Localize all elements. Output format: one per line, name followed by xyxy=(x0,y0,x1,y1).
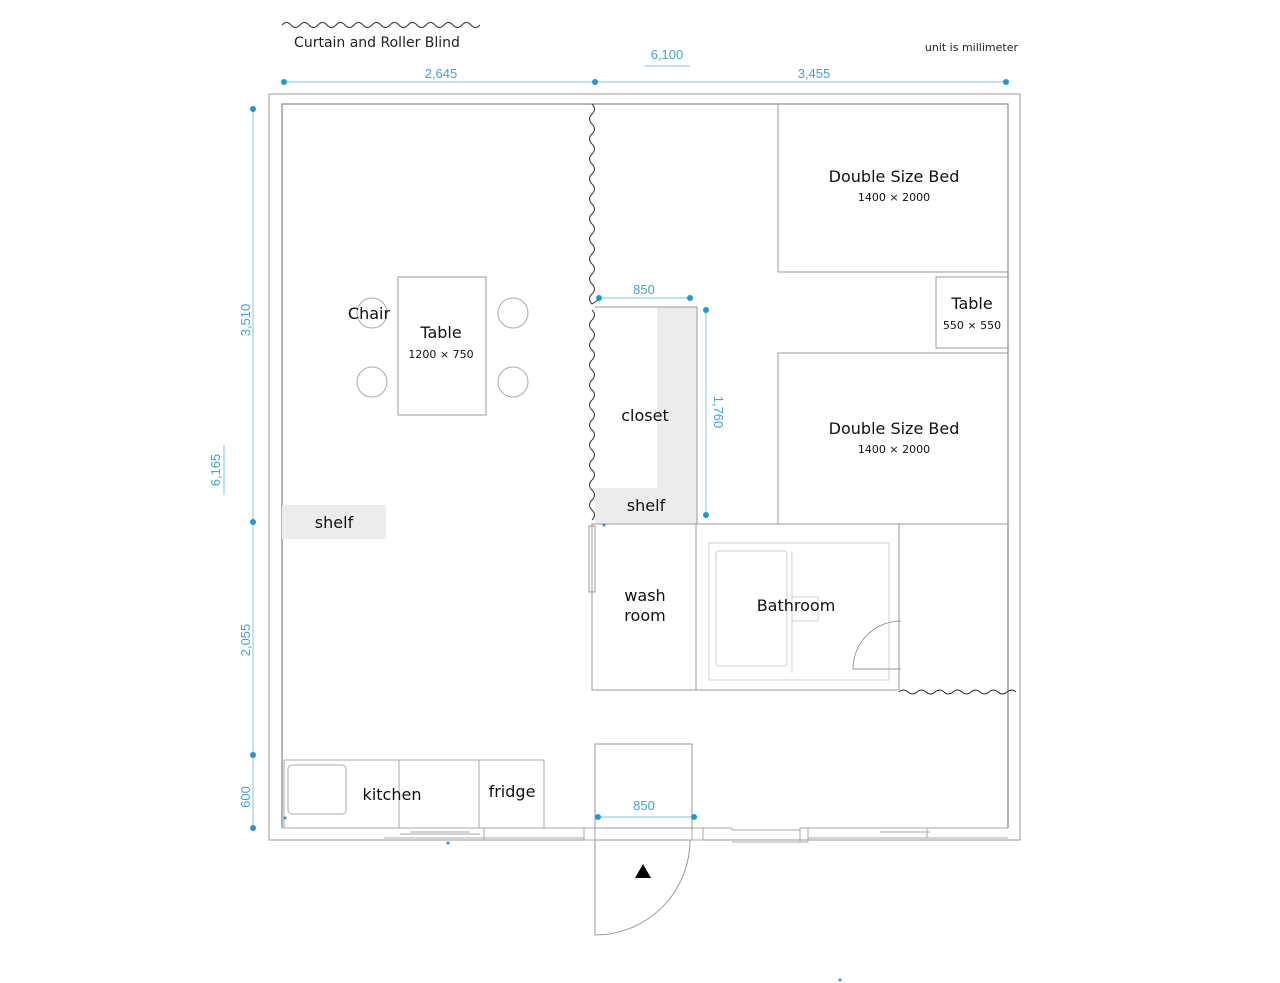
wash-room-label-2: room xyxy=(624,606,665,625)
bed2-label: Double Size Bed xyxy=(829,419,960,438)
closet-label: closet xyxy=(621,406,668,425)
dim-total-width: 6,100 xyxy=(651,47,684,62)
bathtub-area xyxy=(708,542,890,681)
dining-table-label: Table xyxy=(419,323,461,342)
curtain-legend-symbol xyxy=(281,22,481,28)
bottom-windows xyxy=(282,827,1008,843)
curtain-legend-label: Curtain and Roller Blind xyxy=(294,35,460,51)
dim-total-depth: 6,165 xyxy=(208,454,223,487)
entry-door[interactable] xyxy=(594,839,691,936)
shelf xyxy=(282,505,386,539)
wash-room-label-1: wash xyxy=(624,586,665,605)
bathroom xyxy=(695,523,900,691)
dining-table xyxy=(397,276,487,416)
unit-note: unit is millimeter xyxy=(925,41,1019,54)
side-table-label: Table xyxy=(950,294,992,313)
dining-table-size: 1200 × 750 xyxy=(408,348,473,361)
closet xyxy=(595,306,698,524)
side-table-size: 550 × 550 xyxy=(943,319,1001,332)
dim-left-width: 2,645 xyxy=(425,66,458,81)
kitchen-label: kitchen xyxy=(363,785,422,804)
bed2-size: 1400 × 2000 xyxy=(858,443,930,456)
chair xyxy=(356,297,388,329)
dim-bottom-depth: 600 xyxy=(238,786,253,808)
chair xyxy=(356,366,388,398)
bathroom-label: Bathroom xyxy=(757,596,836,615)
top-dimension: 2,645 3,455 6,100 xyxy=(281,47,1009,85)
bathroom-door xyxy=(852,620,902,670)
dim-upper-depth: 3,510 xyxy=(238,304,253,337)
side-table xyxy=(935,276,1009,349)
dim-closet-depth: 1,760 xyxy=(711,396,726,429)
double-bed-1 xyxy=(777,103,1009,273)
sink xyxy=(287,764,347,815)
dim-entry-width: 850 xyxy=(633,798,655,813)
curtain-closet xyxy=(589,309,595,521)
dim-closet-width: 850 xyxy=(633,282,655,297)
inner-wall xyxy=(281,103,1009,828)
fridge-label: fridge xyxy=(489,782,536,801)
bed1-size: 1400 × 2000 xyxy=(858,191,930,204)
double-bed-2 xyxy=(777,352,1009,525)
curtain-divider xyxy=(589,103,599,305)
chair-label: Chair xyxy=(348,304,391,323)
chair xyxy=(497,297,529,329)
outer-wall xyxy=(268,93,1021,841)
chair xyxy=(497,366,529,398)
dim-right-width: 3,455 xyxy=(798,66,831,81)
entrance-arrow-icon xyxy=(635,864,651,878)
closet-shelf-label: shelf xyxy=(627,496,666,515)
curtain-bottom-right xyxy=(898,689,1017,695)
left-dimension: 3,510 2,055 600 6,165 xyxy=(208,106,256,831)
shelf-label: shelf xyxy=(315,513,354,532)
dim-middle-depth: 2,055 xyxy=(238,624,253,657)
entry-vestibule xyxy=(594,743,693,829)
bed1-label: Double Size Bed xyxy=(829,167,960,186)
